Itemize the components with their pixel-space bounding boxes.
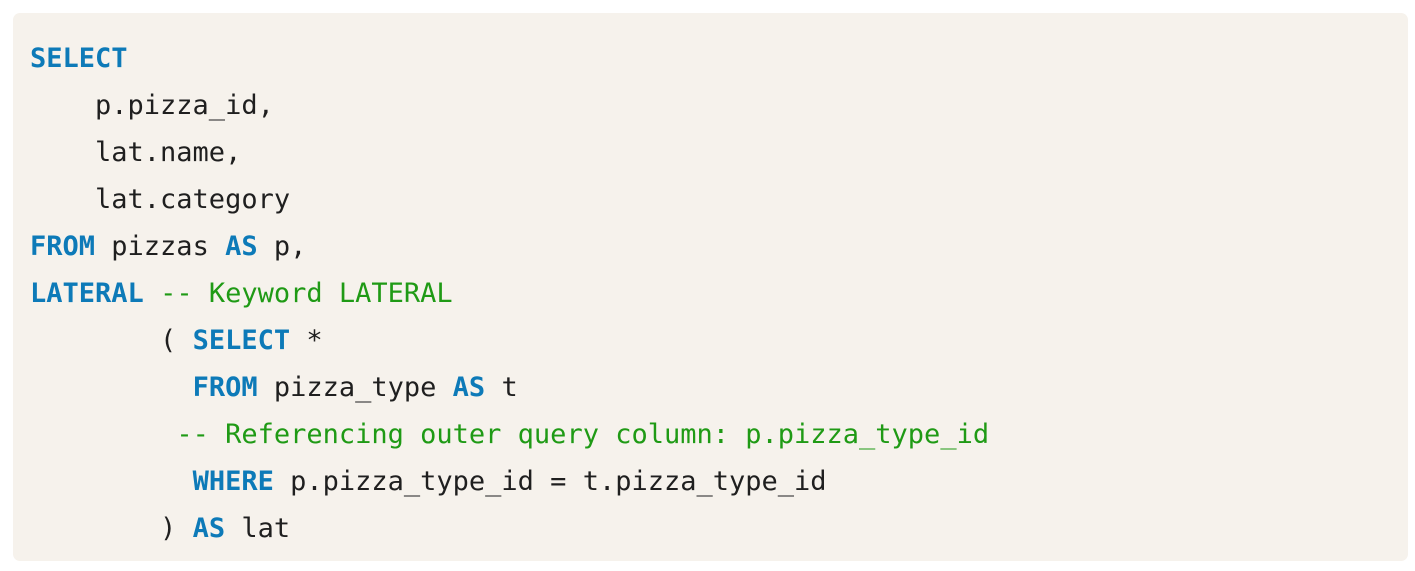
code-text: p.pizza_id, <box>30 90 274 121</box>
code-line: -- Referencing outer query column: p.piz… <box>30 411 989 458</box>
code-text: t <box>485 372 518 403</box>
sql-comment: -- Referencing outer query column: p.piz… <box>176 419 990 450</box>
code-text: pizzas <box>95 231 226 262</box>
code-line: lat.name, <box>30 129 989 176</box>
sql-keyword: FROM <box>192 372 258 403</box>
code-line: lat.category <box>30 176 989 223</box>
code-line: ) AS lat <box>30 505 989 552</box>
code-block: SELECT p.pizza_id, lat.name, lat.categor… <box>13 13 1408 561</box>
sql-keyword: AS <box>225 231 258 262</box>
code-line: SELECT <box>30 35 989 82</box>
sql-keyword: LATERAL <box>30 278 144 309</box>
code-text <box>144 278 160 309</box>
code-line: ( SELECT * <box>30 317 989 364</box>
sql-keyword: SELECT <box>30 43 128 74</box>
code-text: lat.category <box>30 184 291 215</box>
sql-comment: -- Keyword LATERAL <box>160 278 453 309</box>
code-line: FROM pizza_type AS t <box>30 364 989 411</box>
code-lines: SELECT p.pizza_id, lat.name, lat.categor… <box>30 35 989 552</box>
code-text: lat <box>225 513 291 544</box>
code-text <box>30 372 193 403</box>
sql-keyword: SELECT <box>192 325 291 356</box>
code-line: p.pizza_id, <box>30 82 989 129</box>
code-text <box>30 466 193 497</box>
sql-keyword: FROM <box>30 231 96 262</box>
code-text: * <box>290 325 323 356</box>
code-text: pizza_type <box>257 372 453 403</box>
code-line: FROM pizzas AS p, <box>30 223 989 270</box>
sql-keyword: AS <box>452 372 486 403</box>
code-text: p.pizza_type_id = t.pizza_type_id <box>273 466 827 497</box>
code-text: p, <box>257 231 307 262</box>
code-text: lat.name, <box>30 137 242 168</box>
sql-keyword: AS <box>192 513 226 544</box>
sql-keyword: WHERE <box>192 466 274 497</box>
code-line: WHERE p.pizza_type_id = t.pizza_type_id <box>30 458 989 505</box>
code-text: ( <box>30 325 193 356</box>
code-text <box>30 419 176 450</box>
code-line: LATERAL -- Keyword LATERAL <box>30 270 989 317</box>
code-text: ) <box>30 513 193 544</box>
